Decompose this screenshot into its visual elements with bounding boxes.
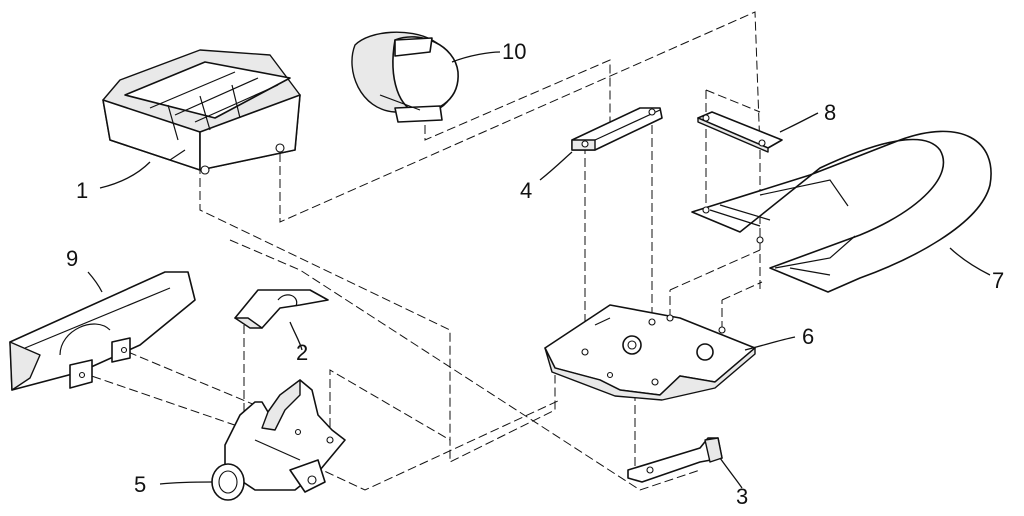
- part-8-plate: [697, 111, 783, 153]
- part-2-clip: [234, 289, 329, 329]
- part-4-slider: [571, 107, 663, 151]
- callout-7: 7: [992, 268, 1004, 293]
- callout-2: 2: [296, 340, 308, 365]
- part-10-motor: [351, 31, 459, 123]
- part-7-flex-cable: [691, 130, 992, 293]
- callout-5: 5: [134, 472, 146, 497]
- callout-4: 4: [520, 178, 532, 203]
- callout-10: 10: [502, 39, 526, 64]
- leader-lines: [87, 51, 991, 489]
- callout-9: 9: [66, 246, 78, 271]
- callout-numbers: 1 10 4 8 7 6 3 5 2 9: [66, 39, 1004, 509]
- callout-6: 6: [802, 324, 814, 349]
- callout-1: 1: [76, 178, 88, 203]
- assembly-guide-lines: [79, 11, 763, 491]
- callout-8: 8: [824, 100, 836, 125]
- part-9-cover: [9, 271, 196, 391]
- part-5-frame: [211, 379, 346, 501]
- part-3-lever: [627, 437, 723, 483]
- callout-3: 3: [736, 484, 748, 509]
- part-6-base-plate: [544, 304, 756, 401]
- part-1-holder: [102, 49, 301, 175]
